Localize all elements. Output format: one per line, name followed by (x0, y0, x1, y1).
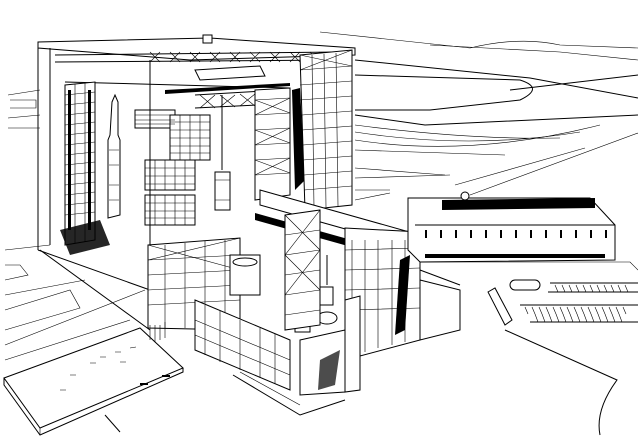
low-flat-building (3, 327, 184, 436)
landscape-lines (4, 31, 638, 361)
parking-lots (487, 279, 638, 436)
vehicle-assembly-building (37, 34, 356, 300)
office-building (407, 191, 638, 271)
ground-edge (39, 249, 151, 331)
work-platforms (134, 109, 211, 226)
low-bay-structure (147, 189, 461, 416)
